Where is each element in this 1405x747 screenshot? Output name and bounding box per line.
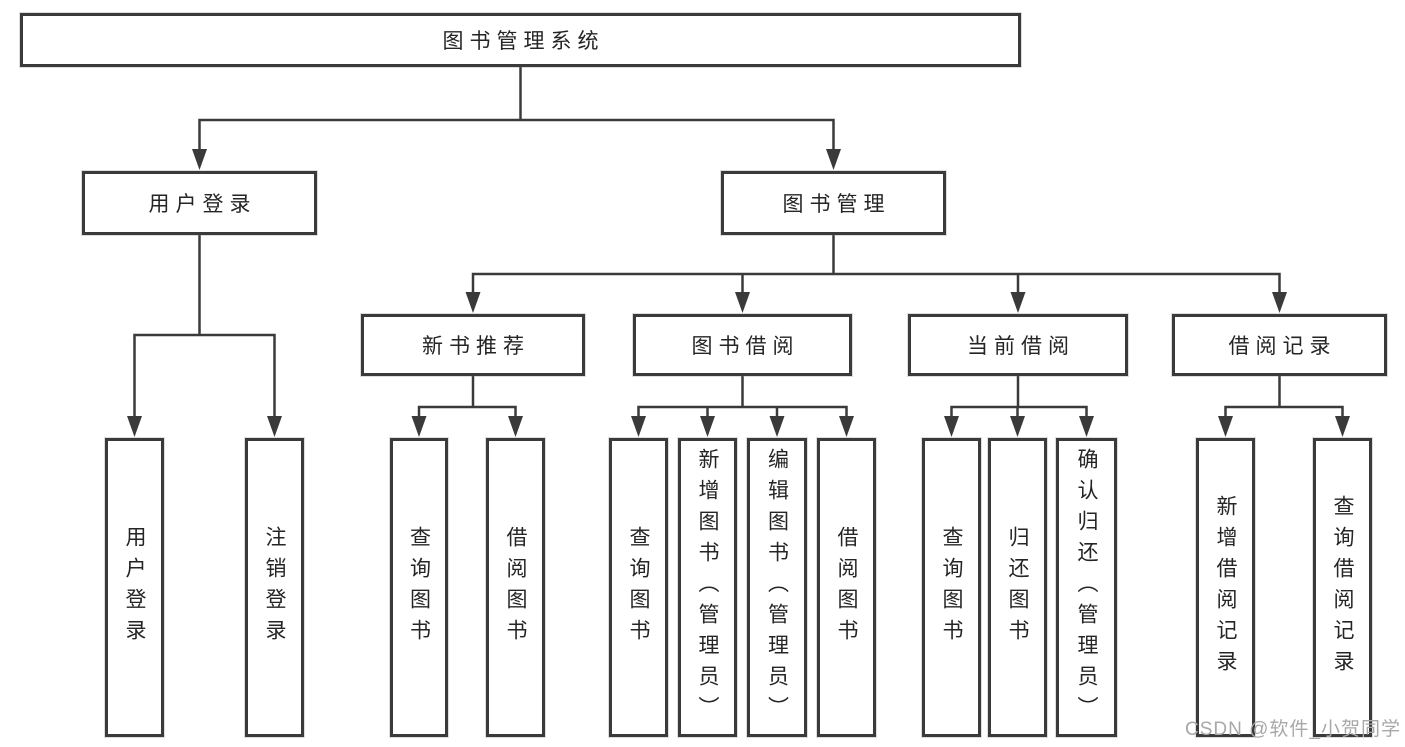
leaf-add-borrow-record: 新增借阅记录 — [1196, 438, 1255, 737]
leaf-edit-book-admin: 编辑图书（管理员） — [747, 438, 807, 737]
leaf-add-book-admin: 新增图书（管理员） — [678, 438, 737, 737]
leaf-borrow-books-recommend-label: 借阅图书 — [504, 525, 527, 650]
leaf-confirm-return-admin-label: 确认归还（管理员） — [1075, 448, 1098, 727]
node-book-management: 图书管理 — [721, 171, 946, 235]
leaf-borrow-books-label: 借阅图书 — [835, 525, 858, 650]
leaf-query-books-borrow: 查询图书 — [609, 438, 668, 737]
node-book-management-label: 图书管理 — [782, 193, 891, 216]
node-new-book-recommend-label: 新书推荐 — [422, 335, 530, 358]
leaf-query-books-borrow-label: 查询图书 — [627, 525, 650, 650]
node-root: 图书管理系统 — [20, 13, 1021, 67]
node-new-book-recommend: 新书推荐 — [361, 314, 585, 376]
node-user-login-label: 用户登录 — [148, 193, 257, 216]
node-current-borrow: 当前借阅 — [908, 314, 1128, 376]
node-borrow-records-label: 借阅记录 — [1228, 335, 1337, 358]
leaf-return-book-label: 归还图书 — [1006, 525, 1029, 650]
leaf-logout-label: 注销登录 — [263, 525, 286, 650]
leaf-user-login-label: 用户登录 — [123, 525, 146, 650]
node-root-label: 图书管理系统 — [442, 30, 605, 53]
leaf-query-borrow-record-label: 查询借阅记录 — [1331, 494, 1354, 681]
leaf-logout: 注销登录 — [245, 438, 304, 737]
leaf-user-login: 用户登录 — [105, 438, 164, 737]
leaf-query-books-recommend-label: 查询图书 — [407, 525, 431, 650]
leaf-query-borrow-record: 查询借阅记录 — [1313, 438, 1372, 737]
leaf-query-books-recommend: 查询图书 — [390, 438, 448, 737]
connector-paths — [133, 67, 1344, 417]
node-user-login: 用户登录 — [82, 171, 317, 235]
leaf-return-book: 归还图书 — [988, 438, 1047, 737]
leaf-edit-book-admin-label: 编辑图书（管理员） — [765, 448, 789, 727]
leaf-borrow-books: 借阅图书 — [817, 438, 876, 737]
leaf-add-book-admin-label: 新增图书（管理员） — [696, 448, 719, 727]
csdn-watermark: CSDN @软件_小贺同学 — [1185, 719, 1401, 740]
leaf-query-books-current-label: 查询图书 — [940, 525, 963, 650]
leaf-borrow-books-recommend: 借阅图书 — [486, 438, 545, 737]
node-current-borrow-label: 当前借阅 — [967, 335, 1075, 358]
node-book-borrow: 图书借阅 — [633, 314, 852, 376]
leaf-confirm-return-admin: 确认归还（管理员） — [1056, 438, 1117, 737]
arrowheads — [127, 149, 1350, 437]
node-book-borrow-label: 图书借阅 — [691, 335, 800, 358]
node-borrow-records: 借阅记录 — [1172, 314, 1387, 376]
leaf-query-books-current: 查询图书 — [922, 438, 981, 737]
leaf-add-borrow-record-label: 新增借阅记录 — [1214, 494, 1237, 681]
